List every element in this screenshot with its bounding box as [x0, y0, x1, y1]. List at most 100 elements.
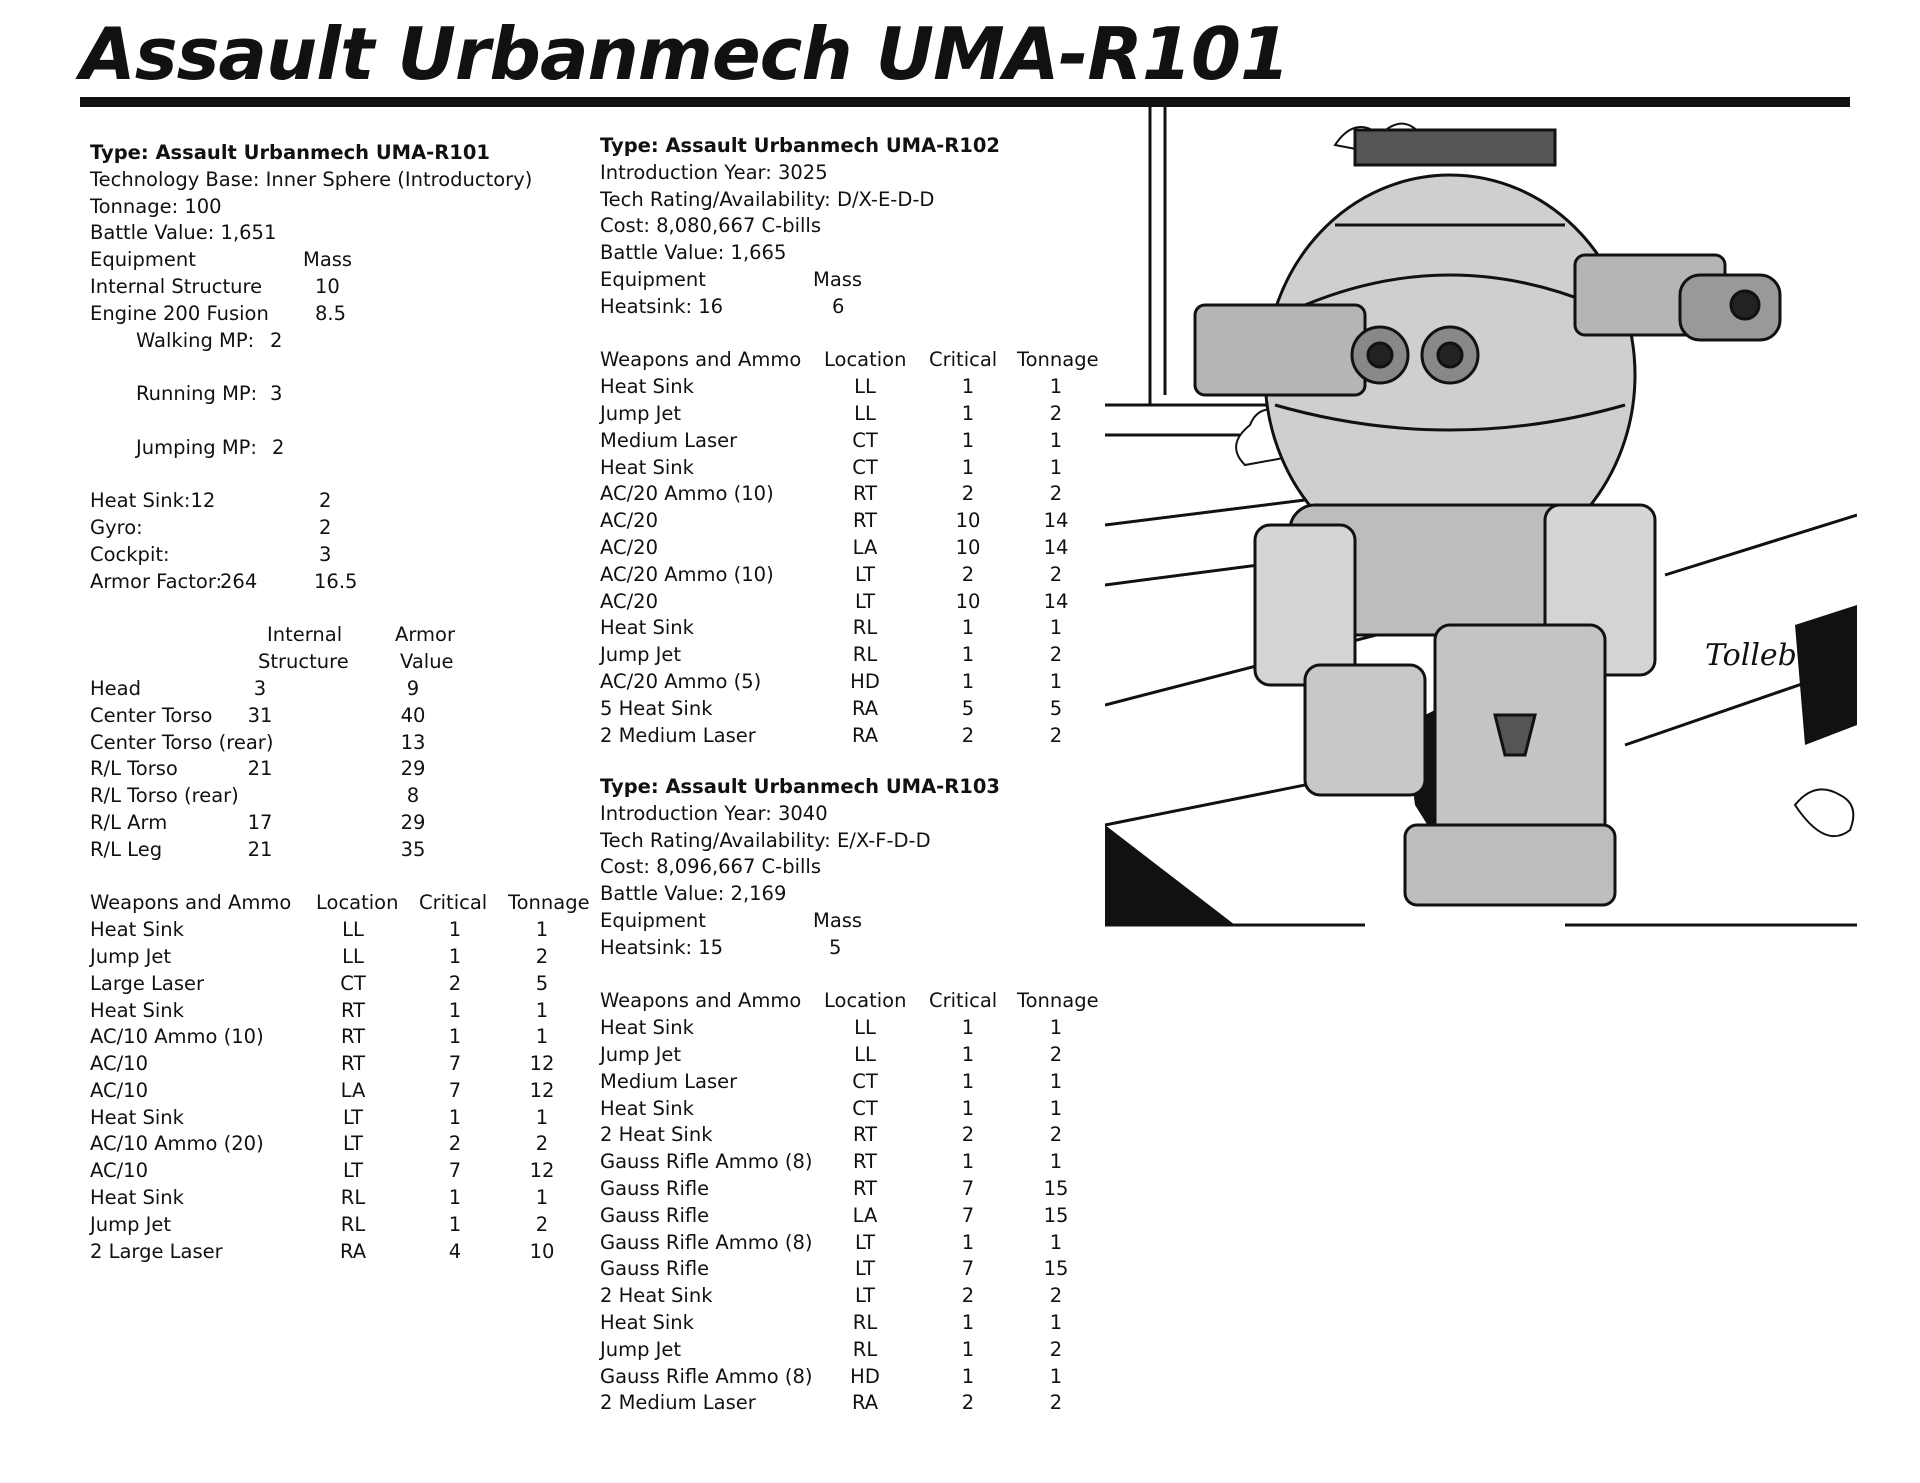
r101-weapon-weapon-name: Heat Sink — [90, 918, 184, 942]
r101-weapon-weapon-name: 2 Large Laser — [90, 1239, 223, 1263]
r103-weapon-weapon-critical: 1 — [961, 1150, 975, 1174]
r101-walking-value: 2 — [270, 328, 283, 352]
r102-weapon-weapon-tonnage: 2 — [1049, 643, 1063, 667]
r101-armor-armor-value: 29 — [400, 757, 426, 781]
r103-heatsink-mass: 5 — [829, 935, 842, 959]
r101-battle-value: Battle Value: 1,651 — [90, 221, 277, 245]
r101-weapon-weapon-name: Jump Jet — [90, 1212, 172, 1236]
r102-weapon-weapon-name: AC/20 Ammo (10) — [600, 482, 774, 506]
r102-weapon-weapon-tonnage: 5 — [1049, 696, 1063, 720]
mech-illustration-svg: Tollebol — [1104, 105, 1858, 927]
r102-weapon-weapon-tonnage: 1 — [1049, 375, 1063, 399]
r101-armor-location: R/L Leg — [90, 837, 163, 861]
r103-cost: Cost: 8,096,667 C-bills — [600, 855, 822, 879]
r103-weapon-weapon-critical: 2 — [961, 1284, 975, 1308]
page-title: Assault Urbanmech UMA-R101 — [80, 12, 1290, 96]
r101-weapon-weapon-tonnage: 10 — [529, 1239, 555, 1263]
r103-weapon-weapon-name: Gauss Rifle — [600, 1257, 710, 1281]
r102-weapon-weapon-critical: 1 — [961, 616, 975, 640]
r102-weapon-weapon-name: Heat Sink — [600, 375, 694, 399]
r103-weapon-weapon-critical: 1 — [961, 1230, 975, 1254]
r101-armor-header-av-1: Armor — [395, 623, 455, 647]
r101-internal-structure-mass: 10 — [315, 274, 340, 298]
r101-weapon-weapon-critical: 1 — [448, 1105, 462, 1129]
r101-armor-armor-value: 9 — [406, 676, 420, 700]
r103-weapon-weapon-critical: 1 — [961, 1310, 975, 1334]
r103-weapon-weapon-location: RT — [852, 1150, 878, 1174]
r103-weapons-header-name: Weapons and Ammo — [600, 989, 802, 1013]
r101-weapons-header-location: Location — [316, 891, 399, 915]
r101-weapons-header-critical: Critical — [419, 891, 488, 915]
r101-weapon-weapon-tonnage: 2 — [535, 944, 549, 968]
r103-weapon-weapon-tonnage: 2 — [1049, 1337, 1063, 1361]
r102-weapon-weapon-name: Jump Jet — [600, 643, 682, 667]
r103-weapon-weapon-name: Heat Sink — [600, 1310, 694, 1334]
r101-internal-structure-label: Internal Structure — [90, 274, 263, 298]
r103-weapon-weapon-location: LA — [852, 1203, 878, 1227]
r102-weapon-weapon-location: RA — [851, 696, 879, 720]
r103-weapon-weapon-location: CT — [852, 1096, 878, 1120]
r103-heatsink-label: Heatsink: 15 — [600, 935, 724, 959]
r102-weapon-weapon-critical: 1 — [961, 669, 975, 693]
r103-weapon-weapon-critical: 7 — [961, 1176, 975, 1200]
r103-weapon-weapon-tonnage: 2 — [1049, 1042, 1063, 1066]
r101-weapon-weapon-tonnage: 12 — [529, 1078, 555, 1102]
r103-weapon-weapon-location: LT — [854, 1257, 876, 1281]
r102-weapon-weapon-tonnage: 2 — [1049, 401, 1063, 425]
r103-weapon-weapon-name: 2 Heat Sink — [600, 1284, 713, 1308]
r101-armor-internal-structure: 21 — [247, 757, 273, 781]
r101-weapon-weapon-location: RT — [340, 1025, 366, 1049]
r101-armor-internal-structure: 17 — [247, 810, 273, 834]
r101-armor-location: R/L Torso — [90, 757, 178, 781]
r101-armor-armor-value: 40 — [400, 703, 426, 727]
r101-weapon-weapon-location: CT — [340, 971, 366, 995]
r101-weapon-weapon-tonnage: 1 — [535, 1186, 549, 1210]
r102-weapon-weapon-tonnage: 1 — [1049, 616, 1063, 640]
r102-weapon-weapon-tonnage: 2 — [1049, 562, 1063, 586]
r101-weapon-weapon-location: RA — [339, 1239, 367, 1263]
r102-intro-year: Introduction Year: 3025 — [600, 160, 828, 184]
r101-tonnage: Tonnage: 100 — [90, 194, 222, 218]
r102-weapon-weapon-name: AC/20 — [600, 509, 658, 533]
r103-weapon-weapon-location: RL — [852, 1337, 878, 1361]
r103-weapon-weapon-tonnage: 2 — [1049, 1123, 1063, 1147]
title-rule — [80, 97, 1850, 107]
r103-mass-label: Mass — [813, 908, 863, 932]
r102-weapon-weapon-location: LT — [854, 562, 876, 586]
r103-weapon-weapon-critical: 1 — [961, 1337, 975, 1361]
r102-weapon-weapon-tonnage: 2 — [1049, 723, 1063, 747]
r102-weapon-weapon-location: CT — [852, 428, 878, 452]
r103-weapon-weapon-tonnage: 1 — [1049, 1096, 1063, 1120]
r102-weapon-weapon-critical: 1 — [961, 643, 975, 667]
r103-weapon-weapon-name: Gauss Rifle Ammo (8) — [600, 1364, 813, 1388]
r103-weapon-weapon-tonnage: 1 — [1049, 1310, 1063, 1334]
r101-armor-factor-mass: 16.5 — [314, 569, 358, 593]
r102-weapon-weapon-critical: 2 — [961, 482, 975, 506]
r103-weapon-weapon-tonnage: 1 — [1049, 1069, 1063, 1093]
r101-cockpit-label: Cockpit: — [90, 542, 170, 566]
r101-armor-factor-value: 264 — [220, 569, 258, 593]
r101-weapon-weapon-location: LT — [342, 1105, 364, 1129]
r101-weapon-weapon-tonnage: 1 — [535, 998, 549, 1022]
r103-weapon-weapon-critical: 7 — [961, 1203, 975, 1227]
artist-signature: Tollebol — [1705, 638, 1825, 673]
r103-weapon-weapon-tonnage: 15 — [1043, 1203, 1069, 1227]
r101-weapon-weapon-critical: 1 — [448, 918, 462, 942]
r103-weapon-weapon-location: LT — [854, 1230, 876, 1254]
r103-weapon-weapon-location: RA — [851, 1391, 879, 1415]
r101-tech-base: Technology Base: Inner Sphere (Introduct… — [90, 167, 533, 191]
r103-weapon-weapon-location: LL — [854, 1016, 876, 1040]
r103-equipment-label: Equipment — [600, 908, 706, 932]
